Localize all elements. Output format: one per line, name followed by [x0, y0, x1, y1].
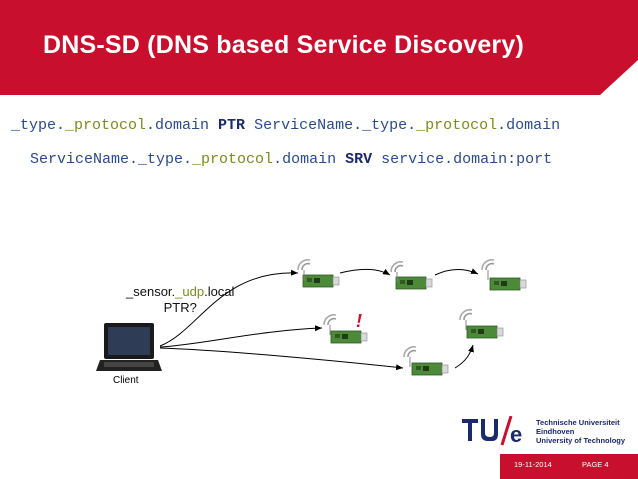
wifi-signal-icon: [481, 258, 495, 281]
ptr-record-line: _type._protocol.domain PTR ServiceName._…: [11, 117, 561, 134]
query-arrow-bottom: [159, 347, 404, 371]
hop-arrow-1: [339, 268, 391, 276]
laptop-icon: [96, 323, 162, 371]
hop-arrow-2: [434, 268, 479, 276]
hop-arrow-3: [454, 344, 474, 369]
slide-title: DNS-SD (DNS based Service Discovery): [43, 31, 524, 59]
footer-date: 19-11-2014: [514, 460, 552, 469]
sensor-node-icon: [302, 274, 340, 288]
srv-record-line: ServiceName._type._protocol.domain SRV s…: [30, 151, 553, 168]
tue-logo: e: [462, 416, 522, 446]
sensor-node-icon: [466, 325, 504, 339]
title-banner: [0, 0, 638, 95]
svg-text:e: e: [510, 422, 522, 446]
sensor-node-icon: [330, 330, 368, 344]
query-arrow-top: [159, 269, 299, 347]
query-arrow-middle: [159, 325, 323, 348]
srv-keyword: SRV: [345, 151, 373, 168]
ptr-keyword: PTR: [218, 117, 246, 134]
footer-bar: [500, 454, 638, 479]
client-label: Client: [113, 375, 139, 386]
service-discovery-diagram: !: [96, 258, 527, 376]
sensor-node-icon: [489, 277, 527, 291]
university-name: Technische Universiteit Eindhoven Univer…: [536, 418, 626, 445]
alert-mark: !: [356, 311, 362, 331]
sensor-node-icon: [395, 276, 433, 290]
sensor-node-icon: [411, 362, 449, 376]
query-label: _sensor._udp.local PTR?: [126, 284, 235, 315]
page-number: PAGE 4: [582, 460, 609, 469]
